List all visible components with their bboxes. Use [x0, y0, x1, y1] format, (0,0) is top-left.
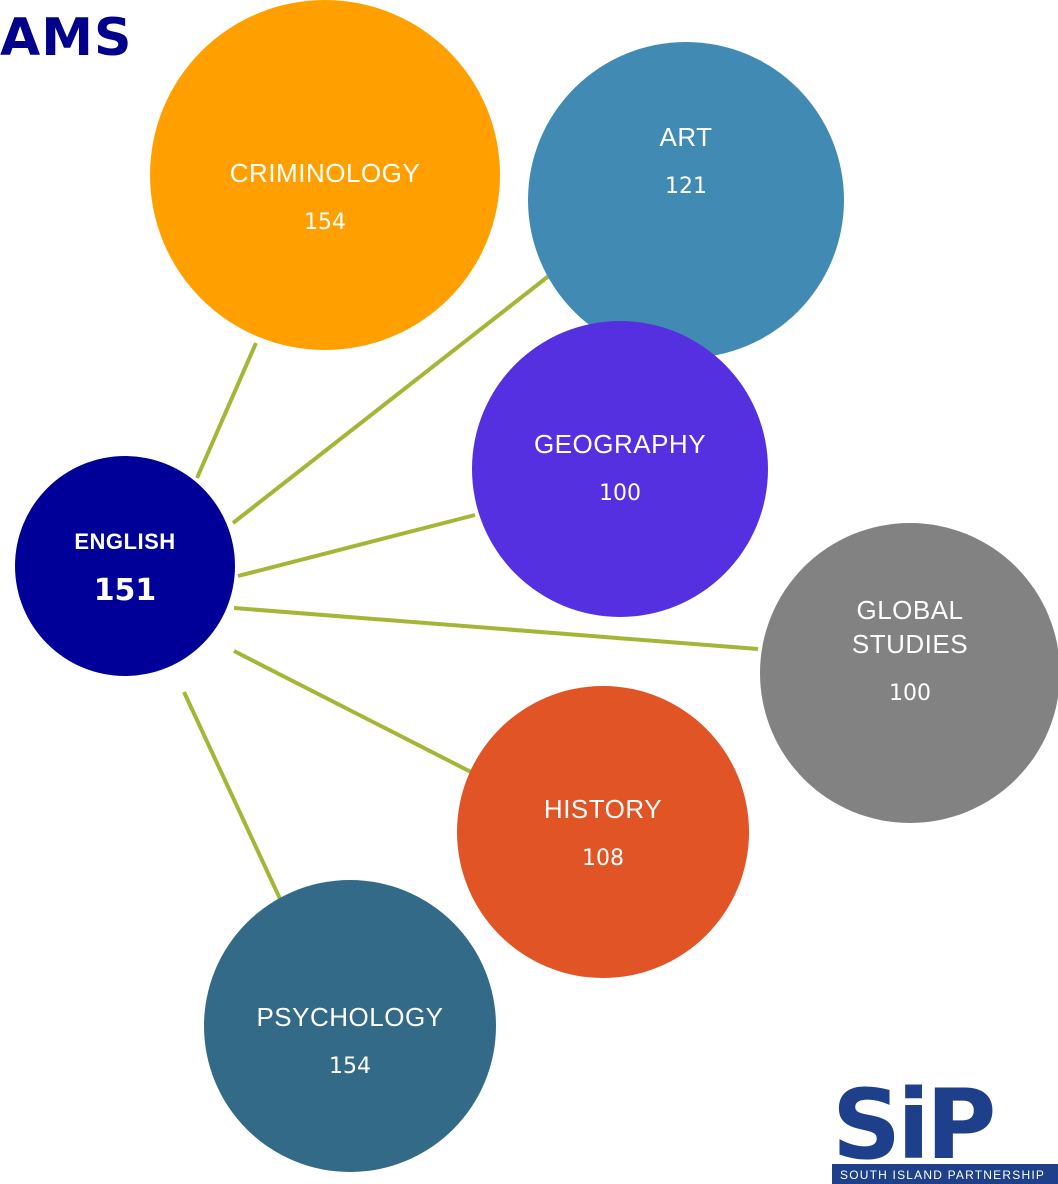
- english-count: 151: [93, 572, 157, 608]
- connector-line: [237, 513, 476, 578]
- svg-text:SOUTH ISLAND PARTNERSHIP: SOUTH ISLAND PARTNERSHIP: [840, 1168, 1045, 1182]
- connector-line: [195, 342, 258, 479]
- page-title: AMS: [0, 8, 133, 68]
- criminology-count: 154: [304, 210, 346, 235]
- global-studies-label: GLOBAL STUDIES: [851, 595, 969, 659]
- psychology-bubble: PSYCHOLOGY 154: [204, 880, 496, 1172]
- psychology-count: 154: [329, 1054, 371, 1079]
- connector-line: [182, 691, 283, 902]
- psychology-label: PSYCHOLOGY: [256, 1002, 444, 1032]
- english-bubble: ENGLISH 151: [15, 456, 235, 676]
- history-label: HISTORY: [543, 794, 663, 824]
- geography-bubble: GEOGRAPHY 100: [472, 321, 768, 617]
- global-studies-bubble: GLOBAL STUDIES 100: [760, 523, 1058, 823]
- sip-logo: SiP SOUTH ISLAND PARTNERSHIP: [832, 1082, 1058, 1184]
- criminology-label: CRIMINOLOGY: [229, 158, 421, 188]
- geography-count: 100: [599, 481, 641, 506]
- history-count: 108: [582, 846, 624, 871]
- connector-line: [233, 649, 472, 774]
- global-studies-count: 100: [889, 681, 931, 706]
- art-bubble: ART 121: [528, 42, 844, 358]
- connector-line: [233, 606, 759, 651]
- history-bubble: HISTORY 108: [457, 686, 749, 978]
- criminology-bubble: CRIMINOLOGY 154: [150, 0, 500, 350]
- english-label: ENGLISH: [74, 528, 176, 554]
- connector-line: [231, 262, 566, 525]
- geography-label: GEOGRAPHY: [533, 429, 707, 459]
- art-count: 121: [665, 174, 707, 199]
- art-label: ART: [659, 122, 713, 152]
